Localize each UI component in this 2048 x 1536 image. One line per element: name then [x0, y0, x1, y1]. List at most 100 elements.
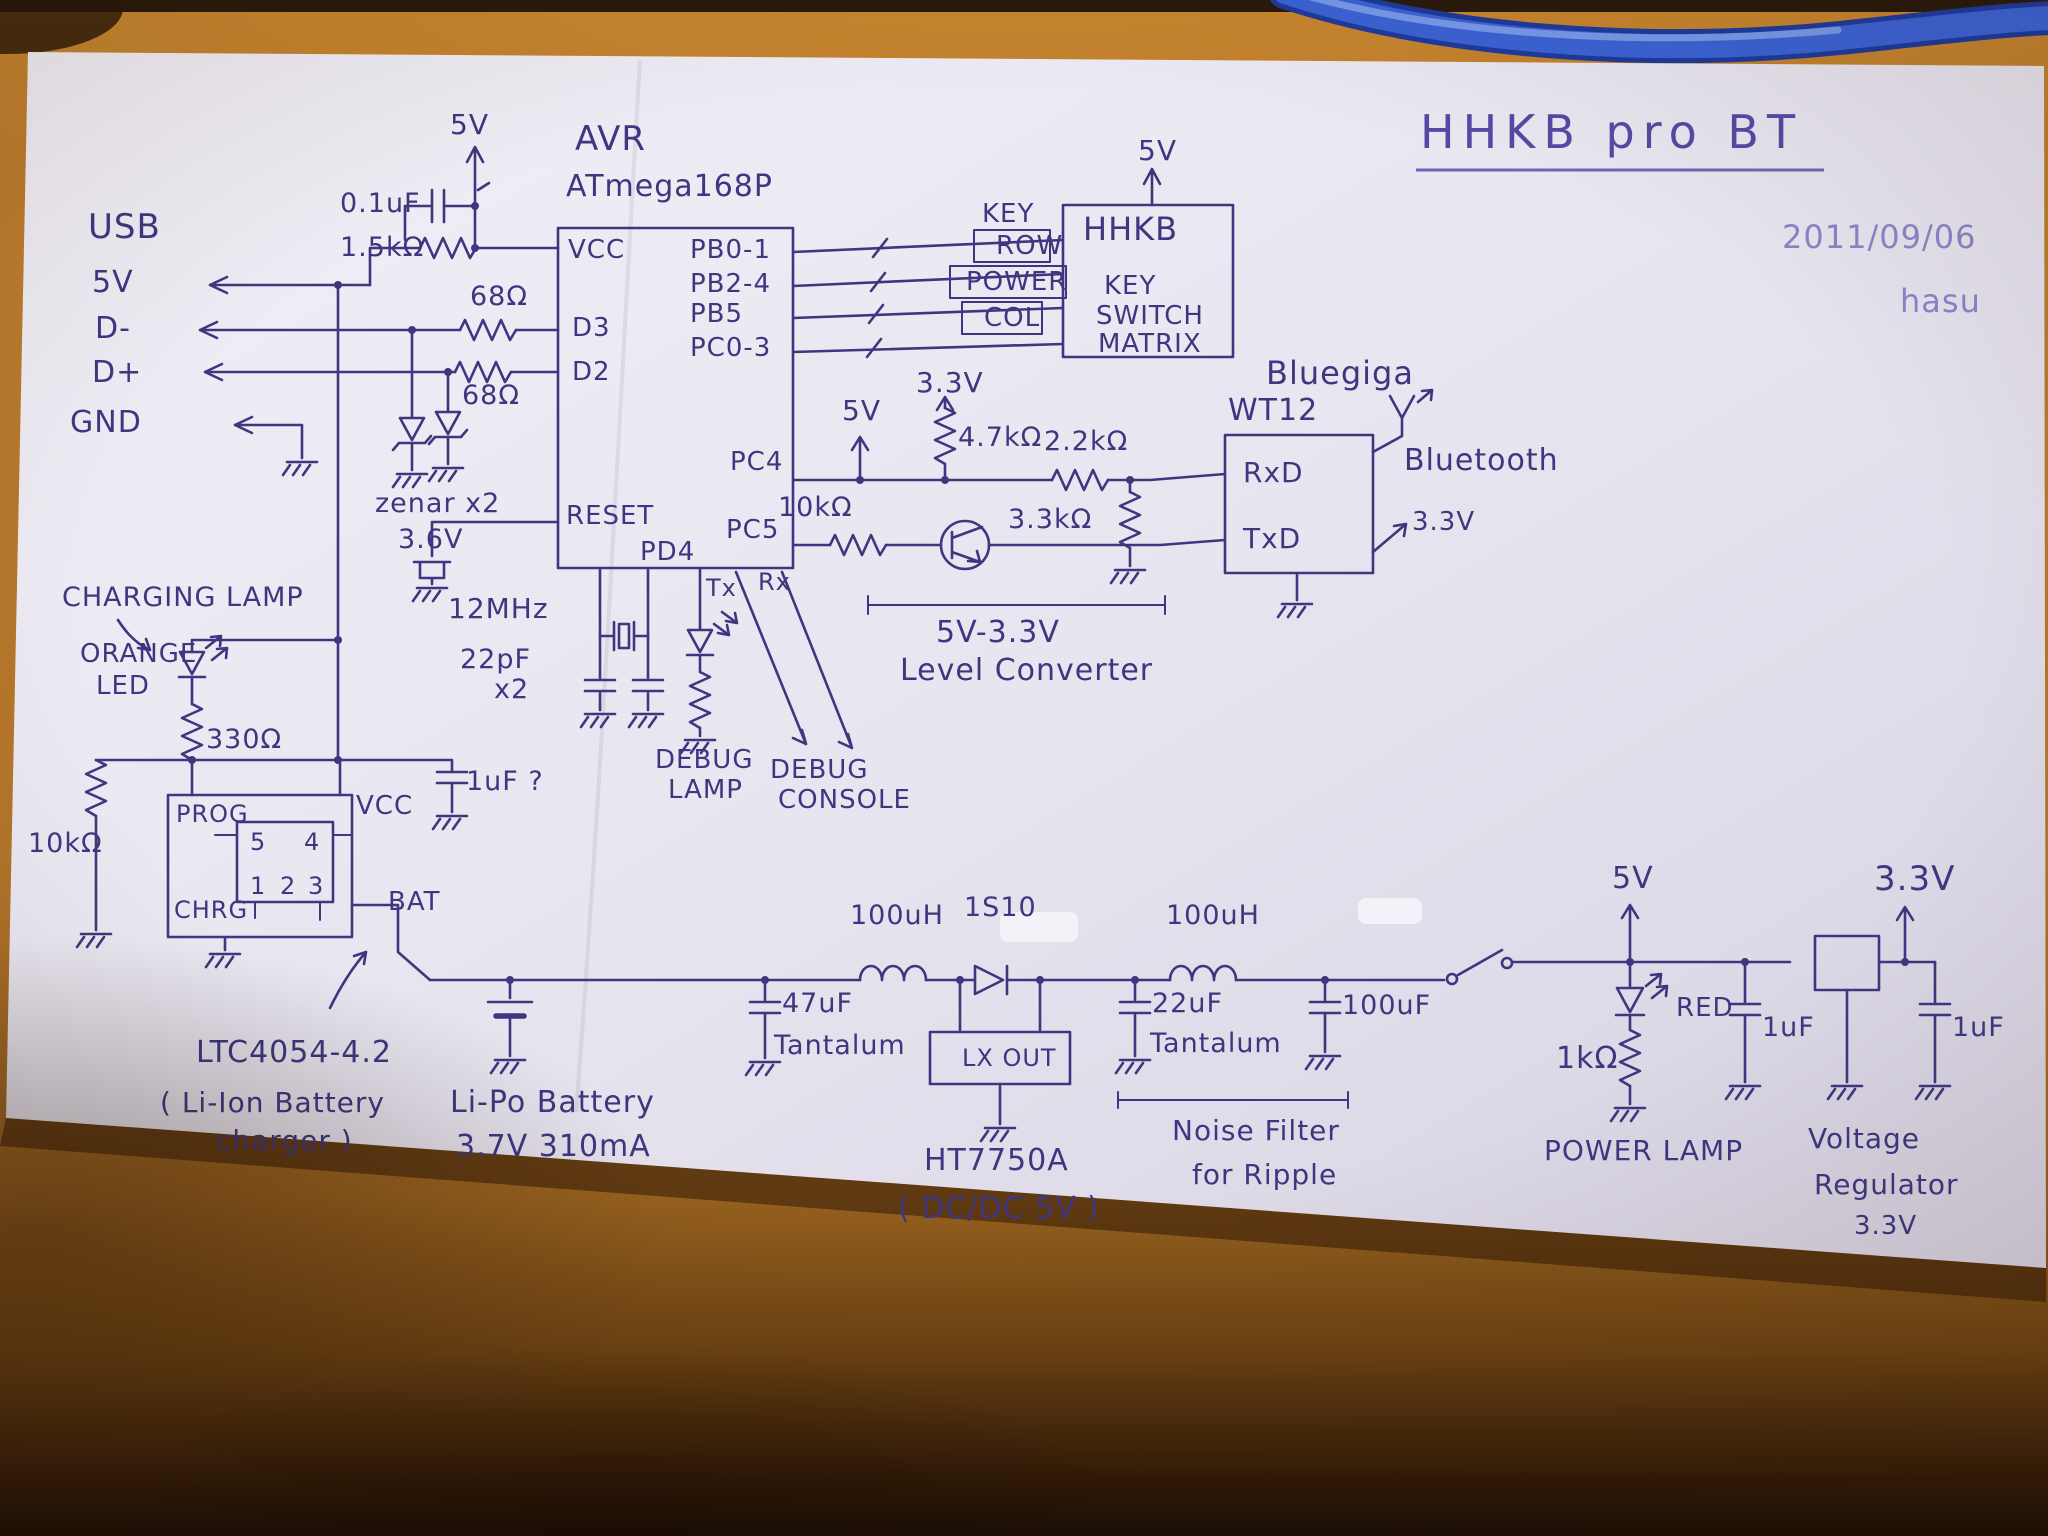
xtal-x2-label: x2 [494, 674, 529, 705]
level-converter-section: 5V 3.3V 4.7kΩ 2.2kΩ 3.3kΩ 10kΩ 5V-3.3V L… [778, 366, 1227, 688]
charger-section: CHARGING LAMP ORANGE LED 330Ω 10kΩ PROG … [28, 582, 544, 1157]
pin-2: 2 [280, 872, 296, 900]
cap-100uf-label: 100uF [1342, 990, 1431, 1021]
battery-section: Li-Po Battery 3.7V 310mA [450, 976, 655, 1164]
tx-label: Tx [705, 574, 737, 602]
avr-pin-pc4: PC4 [730, 447, 783, 477]
orange-led-label1: ORANGE [80, 639, 197, 669]
paper-shadow [0, 1118, 2046, 1302]
lamp-5v-label: 5V [1612, 861, 1654, 896]
res-330-label: 330Ω [206, 724, 282, 755]
page-title: HHKB pro BT [1420, 105, 1803, 159]
dcdc-desc-label: ( DC/DC 5V ) [898, 1191, 1100, 1226]
usb-5v-label: 5V [92, 265, 134, 300]
power-in-section: 5V 0.1uF 1.5kΩ 68Ω 68Ω zenar x2 3.6V [340, 108, 560, 555]
regulator-label3: 3.3V [1854, 1211, 1917, 1241]
res-68b-label: 68Ω [462, 380, 520, 411]
whiteout-patch [1358, 898, 1422, 924]
avr-pin-d3: D3 [572, 313, 611, 343]
ind2-label: 100uH [1166, 900, 1260, 931]
pin-1: 1 [250, 872, 266, 900]
usb-section: USB 5V D- D+ GND [70, 207, 462, 762]
hhkb-matrix-label1: KEY [1104, 271, 1156, 301]
debug-console-label2: CONSOLE [778, 785, 911, 815]
debug-lamp-label2: LAMP [668, 775, 743, 805]
whiteout-patch [1000, 912, 1078, 942]
res-1k-label: 1kΩ [1556, 1041, 1618, 1076]
avr-pin-pb24: PB2-4 [690, 269, 771, 299]
avr-pin-reset: RESET [566, 501, 654, 531]
wt12-section: Bluegiga WT12 RxD TxD Bluetooth 3.3V [1223, 354, 1558, 619]
red-led-label: RED [1676, 993, 1734, 1023]
avr-section: AVR ATmega168P VCC D3 D2 RESET PB0-1 PB2… [411, 119, 1065, 603]
prog-pin-label: PROG [176, 800, 249, 828]
bat-pin-label: BAT [388, 887, 441, 917]
res-10k-label: 10kΩ [778, 492, 853, 523]
bluegiga-label: Bluegiga [1266, 354, 1414, 392]
usb-title: USB [88, 207, 161, 247]
cap-1uf-a-label: 1uF [1762, 1012, 1815, 1043]
avr-box [556, 226, 795, 570]
level-converter-label: Level Converter [900, 653, 1153, 688]
zener-label: zenar x2 [375, 488, 500, 519]
cap-47uf-label: 47uF [782, 988, 853, 1019]
avr-pin-pc03: PC0-3 [690, 333, 771, 363]
paper-crease [574, 59, 642, 1113]
avr-pin-d2: D2 [572, 357, 611, 387]
hhkb-box [1061, 203, 1235, 359]
debug-lamp-label1: DEBUG [655, 745, 753, 775]
avr-pin-pb01: PB0-1 [690, 235, 771, 265]
hhkb-5v-label: 5V [1138, 134, 1177, 167]
pin-3: 3 [308, 872, 324, 900]
avr-pin-pc5: PC5 [726, 515, 779, 545]
header: HHKB pro BT 2011/09/06 hasu [1416, 105, 1981, 320]
tantalum2-label: Tantalum [1149, 1028, 1282, 1059]
res-2k2-label: 2.2kΩ [1044, 426, 1128, 457]
charger-chip-box [235, 820, 335, 904]
res-10k-charger-label: 10kΩ [28, 828, 103, 859]
author-label: hasu [1900, 282, 1981, 320]
ind1-label: 100uH [850, 900, 944, 931]
noise-filter-label1: Noise Filter [1172, 1114, 1340, 1147]
usb-dminus-label: D- [95, 311, 131, 346]
lipo-label1: Li-Po Battery [450, 1085, 655, 1120]
lvl-5v-label: 5V [842, 394, 881, 427]
paper [6, 52, 2046, 1268]
pin-5: 5 [250, 828, 266, 856]
debug-console-label1: DEBUG [770, 755, 868, 785]
hhkb-name-label: HHKB [1083, 210, 1178, 248]
avr-pin-vcc: VCC [568, 235, 625, 265]
usb-gnd-label: GND [70, 405, 142, 440]
xtal-freq-label: 12MHz [448, 592, 549, 625]
tantalum1-label: Tantalum [773, 1030, 906, 1061]
corner-shadow [0, 0, 123, 54]
wt12-rxd-pin: RxD [1243, 456, 1304, 489]
wt12-label: WT12 [1228, 393, 1318, 428]
charger-desc1: ( Li-Ion Battery [160, 1086, 385, 1119]
res-3k3-label: 3.3kΩ [1008, 504, 1092, 535]
avr-pin-pd4: PD4 [640, 537, 695, 567]
charger-desc2: charger ) [216, 1124, 353, 1157]
diode-1s10-label: 1S10 [964, 892, 1037, 923]
chrg-pin-label: CHRG [174, 896, 248, 924]
date-label: 2011/09/06 [1782, 218, 1976, 256]
crystal-section: 12MHz 22pF x2 [448, 566, 665, 729]
wt12-box [1223, 433, 1375, 575]
charging-lamp-label: CHARGING LAMP [62, 582, 304, 613]
blue-cable [1270, 0, 2048, 64]
desk-edge-shadow [0, 0, 2048, 12]
noise-filter-label2: for Ripple [1192, 1158, 1337, 1191]
lvl-33v-label: 3.3V [916, 366, 984, 399]
key-row-label: KEY [982, 199, 1034, 229]
power-lamp-section: 5V RED 1kΩ POWER LAMP [1544, 861, 1742, 1167]
row-label: ROW [996, 231, 1063, 261]
lx-out-label: LX OUT [962, 1044, 1057, 1072]
usb-dplus-label: D+ [92, 355, 142, 390]
avr-title: AVR [575, 119, 646, 159]
rx-label: Rx [758, 568, 791, 596]
cap-1uf-q-label: 1uF ? [466, 766, 544, 797]
ltc4054-label: LTC4054-4.2 [196, 1035, 392, 1070]
cap-1uf-b-label: 1uF [1952, 1012, 2005, 1043]
